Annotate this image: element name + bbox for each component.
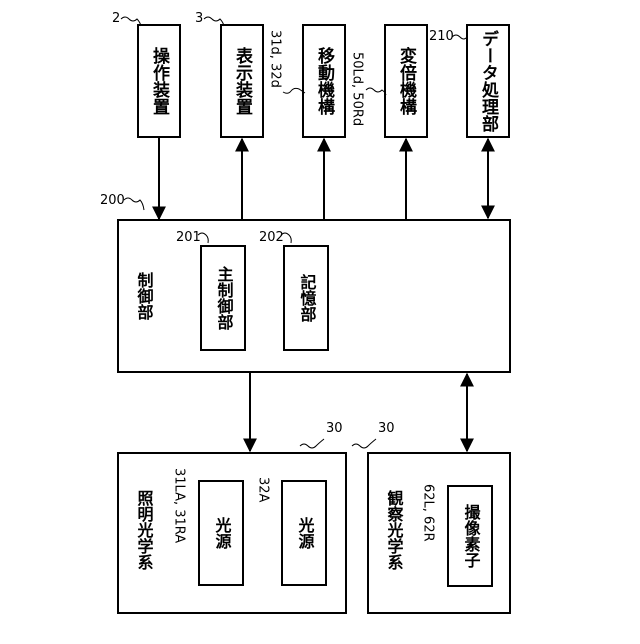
moving-mechanism-block: 移動機構 <box>303 25 345 137</box>
top-connections <box>159 137 488 219</box>
ref-zoom-mechanism: 50Ld, 50Rd <box>350 52 365 126</box>
display-device-block: 表示装置 <box>221 25 263 137</box>
light-source-a-label: 光源 <box>213 516 233 550</box>
moving-mechanism-label: 移動機構 <box>314 46 335 116</box>
ref-light-source-a: 31LA, 31RA <box>172 468 187 543</box>
storage-label: 記憶部 <box>298 273 317 323</box>
light-source-b-label: 光源 <box>296 516 316 550</box>
data-processing-block: データ処理部 <box>467 25 509 137</box>
bottom-connections <box>250 373 467 451</box>
illumination-system-block: 照明光学系 30 光源 31LA, 31RA 光源 32A <box>118 421 346 613</box>
ref-light-source-b: 32A <box>256 477 271 503</box>
data-processing-label: データ処理部 <box>478 29 500 133</box>
controller-block: 制御部 200 主制御部 201 記憶部 202 <box>100 193 510 372</box>
illumination-system-label: 照明光学系 <box>135 490 155 570</box>
ref-controller: 200 <box>100 193 125 208</box>
zoom-mechanism-label: 変倍機構 <box>396 46 417 116</box>
display-device-label: 表示装置 <box>232 46 254 115</box>
main-controller-label: 主制御部 <box>215 265 235 331</box>
ref-display-device: 3 <box>195 11 203 26</box>
ref-storage: 202 <box>259 230 284 245</box>
ref-image-sensor: 62L, 62R <box>421 484 436 542</box>
operation-device-label: 操作装置 <box>149 46 171 115</box>
ref-moving-mechanism: 31d, 32d <box>268 30 283 88</box>
ref-data-processing: 210 <box>429 29 454 44</box>
observation-system-block: 観察光学系 30 撮像素子 62L, 62R <box>352 421 510 613</box>
ref-observation-system: 30 <box>378 421 395 436</box>
ref-main-controller: 201 <box>176 230 201 245</box>
controller-label: 制御部 <box>135 272 155 321</box>
zoom-mechanism-block: 変倍機構 <box>385 25 427 137</box>
operation-device-block: 操作装置 <box>138 25 180 137</box>
ref-illumination-system: 30 <box>326 421 343 436</box>
ref-operation-device: 2 <box>112 11 120 26</box>
observation-system-label: 観察光学系 <box>385 489 405 570</box>
image-sensor-label: 撮像素子 <box>462 503 481 569</box>
